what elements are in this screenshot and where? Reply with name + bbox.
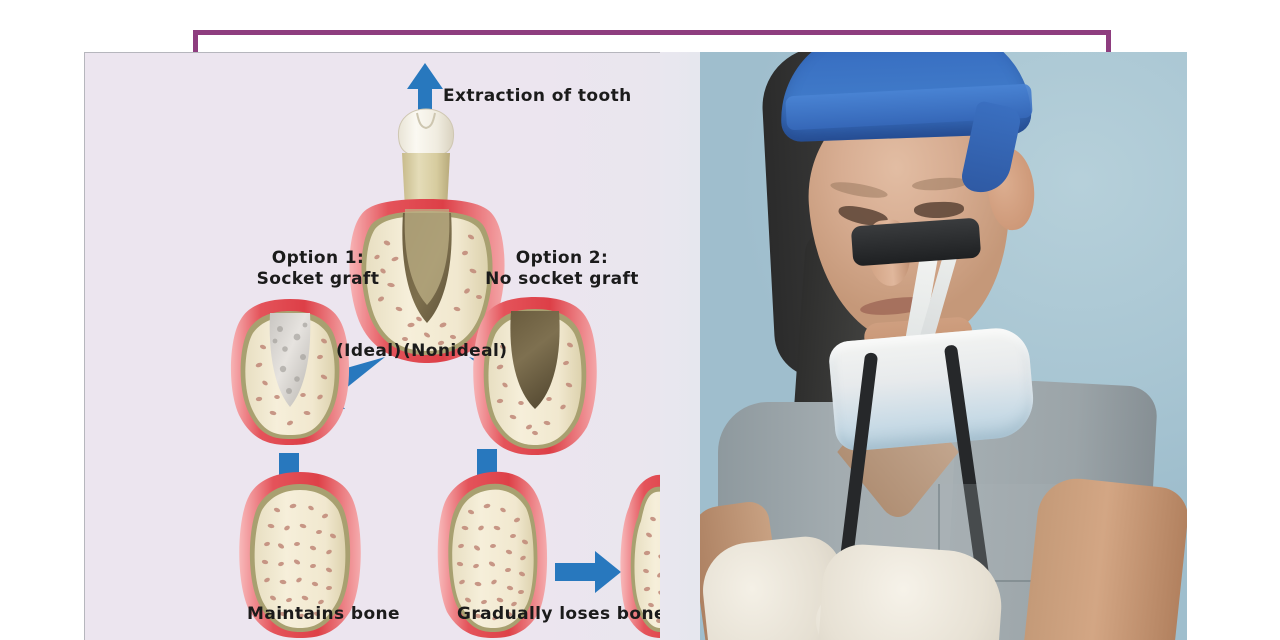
label-gradually-loses-bone: Gradually loses bone [457, 604, 666, 624]
progression-arrow-icon [555, 551, 621, 593]
surgeon-right-forearm [1019, 474, 1187, 640]
purple-frame-top-bar [193, 30, 1111, 35]
label-extraction-of-tooth: Extraction of tooth [443, 86, 632, 106]
label-nonideal: (Nonideal) [403, 341, 508, 361]
label-option-1: Option 1: Socket graft [233, 248, 403, 289]
label-option-2: Option 2: No socket graft [467, 248, 657, 289]
no-socket-graft-alveolus [473, 297, 597, 455]
maintained-bone [239, 472, 361, 638]
losing-bone-stage1 [437, 471, 548, 638]
label-option-2-line2: No socket graft [485, 268, 639, 289]
label-option-2-line1: Option 2: [515, 248, 609, 268]
alveolus-with-tooth [349, 199, 505, 363]
diagram-panel: Extraction of tooth Option 1: Socket gra… [84, 52, 704, 640]
label-ideal: (Ideal) [336, 341, 402, 361]
label-option-1-line2: Socket graft [256, 268, 380, 289]
surgeon-photograph [700, 52, 1187, 640]
label-option-1-line1: Option 1: [271, 248, 365, 268]
label-maintains-bone: Maintains bone [247, 604, 400, 624]
purple-frame-right-leg [1106, 30, 1111, 54]
extraction-arrow-icon [407, 63, 443, 125]
purple-frame-left-leg [193, 30, 198, 54]
socket-graft-alveolus [230, 299, 350, 445]
